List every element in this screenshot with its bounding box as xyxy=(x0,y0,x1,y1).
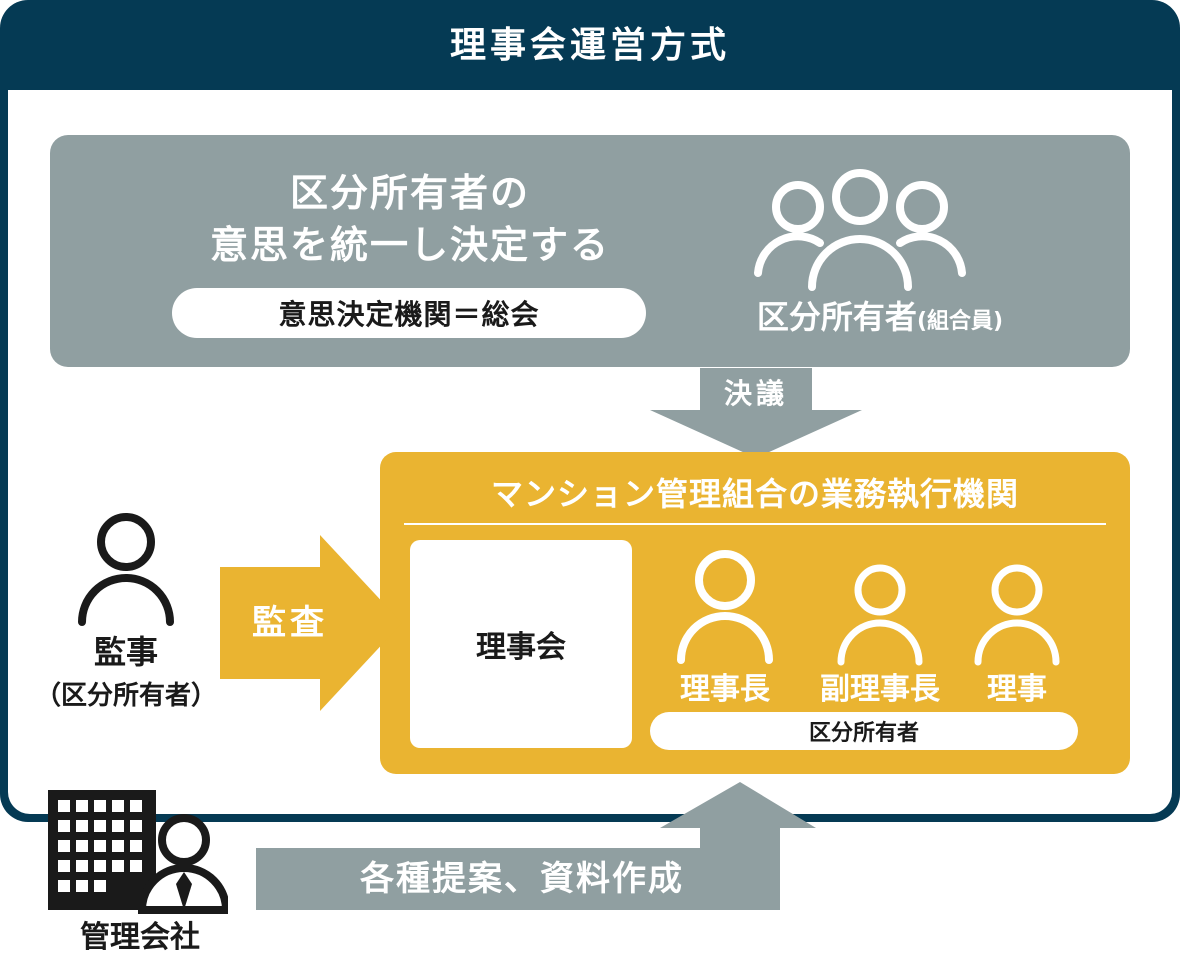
execution-body-divider xyxy=(404,523,1106,525)
assembly-heading-line2: 意思を統一し決定する xyxy=(209,223,610,267)
execution-body-title: マンション管理組合の業務執行機関 xyxy=(490,475,1019,513)
auditor-person-icon xyxy=(78,513,174,626)
board-box: 理事会 xyxy=(410,540,632,748)
decision-body-pill: 意思決定機関＝総会 xyxy=(172,288,646,338)
role-director: 理事 xyxy=(987,672,1047,707)
assembly-heading-line1: 区分所有者の xyxy=(289,171,530,215)
audit-label: 監査 xyxy=(252,603,328,643)
owners-label-text: 区分所有者 xyxy=(756,298,917,336)
chairperson-icon xyxy=(677,550,773,664)
business-person-icon xyxy=(137,814,228,914)
proposal-label: 各種提案、資料作成 xyxy=(360,859,684,899)
owners-label: 区分所有者(組合員) xyxy=(690,293,1070,341)
role-vice-chairperson: 副理事長 xyxy=(820,672,940,707)
roles-owner-pill: 区分所有者 xyxy=(650,712,1078,750)
auditor-title: 監事 xyxy=(93,633,158,671)
vice-chairperson-icon xyxy=(837,564,923,666)
audit-arrow xyxy=(220,535,402,711)
resolution-arrow xyxy=(650,368,862,458)
role-chairperson: 理事長 xyxy=(680,672,770,707)
director-icon xyxy=(974,564,1060,666)
resolution-label: 決議 xyxy=(723,377,788,410)
proposal-arrow xyxy=(256,782,816,910)
office-building-icon xyxy=(48,790,156,910)
group-people-icon xyxy=(754,169,966,291)
owners-label-note: (組合員) xyxy=(916,309,1004,334)
management-company-label: 管理会社 xyxy=(80,920,200,955)
diagram-title: 理事会運営方式 xyxy=(449,25,730,66)
auditor-note: （区分所有者） xyxy=(34,681,217,711)
